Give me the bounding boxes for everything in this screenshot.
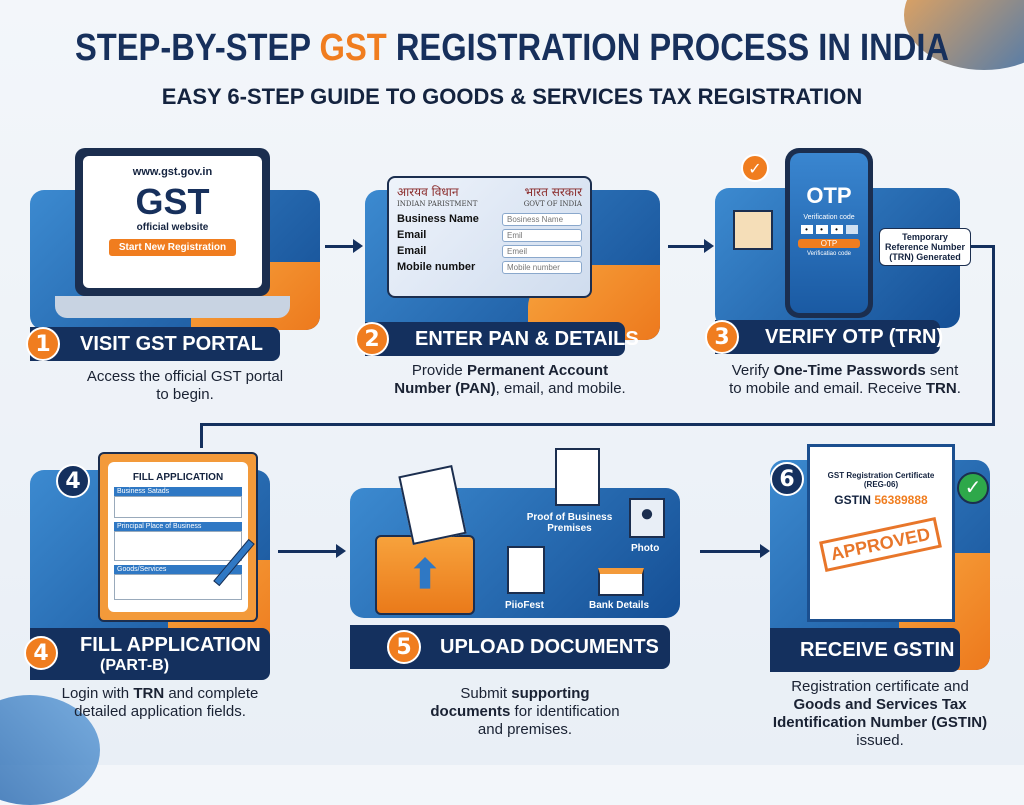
photo-icon: ● xyxy=(629,498,665,538)
form-section: Business Satads xyxy=(114,487,242,496)
field-label: Email xyxy=(397,229,427,241)
step-number-badge: 1 xyxy=(26,327,60,361)
clipboard-illustration: FILL APPLICATION Business Satads Princip… xyxy=(98,452,258,622)
certificate-form: (REG-06) xyxy=(863,480,899,489)
page-title: STEP-BY-STEP GST REGISTRATION PROCESS IN… xyxy=(74,27,950,69)
otp-button[interactable]: OTP xyxy=(798,239,860,248)
otp-title: OTP xyxy=(806,183,852,208)
photo-label: Photo xyxy=(631,543,660,554)
flow-arrow xyxy=(278,544,346,558)
url-text: www.gst.gov.in xyxy=(132,166,213,178)
card-text: INDIAN PARISTMENT xyxy=(397,200,478,208)
document-label: PiioFest xyxy=(505,600,544,611)
step-3: ✓ OTP Verification code ••• OTP Verifica… xyxy=(705,140,995,415)
verification-label: Verification code xyxy=(803,214,855,221)
step-number-badge: 5 xyxy=(387,630,421,664)
certificate-illustration: GST Registration Certificate (REG-06) GS… xyxy=(807,444,955,622)
start-registration-button[interactable]: Start New Registration xyxy=(108,239,237,256)
form-section: Goods/Services xyxy=(114,565,242,574)
step-6-label: RECEIVE GSTIN xyxy=(770,628,960,672)
trn-callout: Temporary Reference Number (TRN) Generat… xyxy=(879,228,971,266)
field-label: Business Name xyxy=(397,213,479,225)
step-4: 4 FILL APPLICATION Business Satads Princ… xyxy=(20,440,290,745)
mobile-input[interactable]: Mobile number xyxy=(502,261,582,274)
tagline: official website xyxy=(136,222,209,233)
flow-arrow xyxy=(700,544,770,558)
step-2-label: ENTER PAN & DETAILS xyxy=(365,322,639,356)
email-input[interactable]: Emeil xyxy=(502,245,582,258)
step-6-description: Registration certificate and Goods and S… xyxy=(772,678,988,749)
folder-upload-icon: ⬆ xyxy=(375,535,475,615)
step-1-description: Access the official GST portal to begin. xyxy=(86,368,284,403)
envelope-icon xyxy=(733,210,773,250)
field-label: Mobile number xyxy=(397,261,476,273)
business-name-input[interactable]: Bosiness Name xyxy=(502,213,582,226)
step-3-description: Verify One-Time Passwords sent to mobile… xyxy=(729,362,961,397)
step-number-badge: 4 xyxy=(24,636,58,670)
email-input[interactable]: Emil xyxy=(502,229,582,242)
step-6: 6 GST Registration Certificate (REG-06) … xyxy=(765,440,1005,749)
connector-line xyxy=(992,245,995,425)
phone-illustration: OTP Verification code ••• OTP Verificati… xyxy=(785,148,873,318)
certificate-title: GST Registration Certificate xyxy=(827,471,935,480)
connector-line xyxy=(200,423,203,448)
document-icon xyxy=(507,546,545,594)
verification-label: Verificatiao code xyxy=(806,251,852,257)
laptop-illustration: www.gst.gov.in GST official website Star… xyxy=(75,148,270,296)
step-3-label: VERIFY OTP (TRN) xyxy=(715,320,943,354)
document-icon xyxy=(555,448,600,506)
step-number-badge: 3 xyxy=(705,320,739,354)
step-5-description: Submit supporting documents for identifi… xyxy=(430,685,620,738)
step-number-badge: 2 xyxy=(355,322,389,356)
gstin-row: GSTIN 56389888 xyxy=(834,493,928,507)
hindi-text: भारत सरकार xyxy=(524,185,582,199)
proof-of-premises-label: Proof of Business Premises xyxy=(526,512,613,534)
hindi-text: आरयव विधान xyxy=(397,185,459,199)
step-number-badge: 6 xyxy=(770,462,804,496)
step-number-badge: 4 xyxy=(56,464,90,498)
step-4-description: Login with TRN and complete detailed app… xyxy=(61,685,259,720)
approved-stamp: APPROVED xyxy=(819,516,943,573)
connector-line xyxy=(955,245,995,248)
bank-details-label: Bank Details xyxy=(589,600,650,611)
check-icon: ✓ xyxy=(741,154,769,182)
otp-code-boxes[interactable]: ••• xyxy=(790,225,868,234)
form-title: FILL APPLICATION xyxy=(132,472,224,483)
flow-arrow xyxy=(668,239,714,253)
bank-card-icon xyxy=(598,568,644,596)
page-subtitle: EASY 6-STEP GUIDE TO GOODS & SERVICES TA… xyxy=(161,84,863,109)
gst-logo: GST xyxy=(135,181,210,222)
step-1: www.gst.gov.in GST official website Star… xyxy=(20,140,340,410)
form-section: Principal Place of Business xyxy=(114,522,242,531)
flow-arrow xyxy=(325,239,363,253)
connector-line xyxy=(200,423,995,426)
laptop-keyboard xyxy=(55,296,290,318)
step-1-label: VISIT GST PORTAL xyxy=(30,327,280,361)
step-4-label: FILL APPLICATION(PART-B) xyxy=(30,628,270,680)
step-5: ⬆ Proof of Business Premises ● Photo Pii… xyxy=(345,440,695,745)
step-2-description: Provide Permanent Account Number (PAN), … xyxy=(394,362,626,397)
field-label: Email xyxy=(397,245,427,257)
card-text: GOVT OF INDIA xyxy=(523,200,582,208)
check-circle-icon: ✓ xyxy=(957,472,989,504)
